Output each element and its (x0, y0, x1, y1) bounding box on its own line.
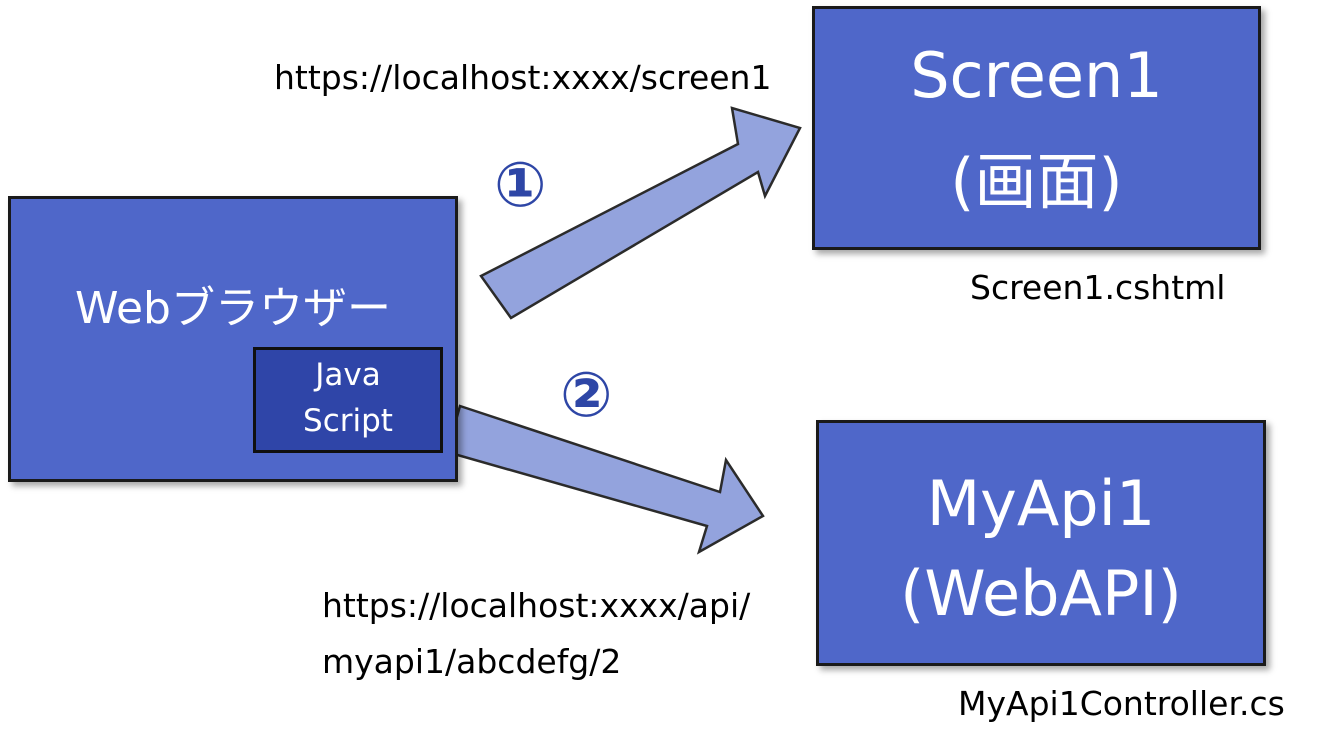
web-browser-box: Webブラウザー Java Script (8, 196, 458, 482)
screen1-url: https://localhost:xxxx/screen1 (274, 58, 772, 97)
arrow-to-myapi1 (445, 404, 765, 555)
step-two-marker: ② (560, 358, 613, 431)
javascript-box: Java Script (253, 347, 443, 453)
screen1-file-name: Screen1.cshtml (970, 268, 1226, 307)
arrow-to-screen1 (479, 106, 802, 320)
web-browser-label: Webブラウザー (75, 283, 391, 334)
myapi1-box: MyApi1 (WebAPI) (816, 420, 1266, 666)
javascript-label-line1: Java (315, 357, 381, 393)
screen1-subtitle: (画面) (950, 145, 1123, 218)
myapi1-title: MyApi1 (926, 467, 1156, 540)
api-url-line1: https://localhost:xxxx/api/ (322, 586, 751, 625)
screen1-title: Screen1 (910, 39, 1163, 112)
myapi1-subtitle: (WebAPI) (900, 557, 1182, 630)
step-one-marker: ① (494, 148, 547, 221)
javascript-label-line2: Script (303, 403, 393, 439)
myapi1-file-name: MyApi1Controller.cs (958, 684, 1285, 723)
api-url-line2: myapi1/abcdefg/2 (322, 642, 622, 681)
screen1-box: Screen1 (画面) (812, 6, 1261, 250)
